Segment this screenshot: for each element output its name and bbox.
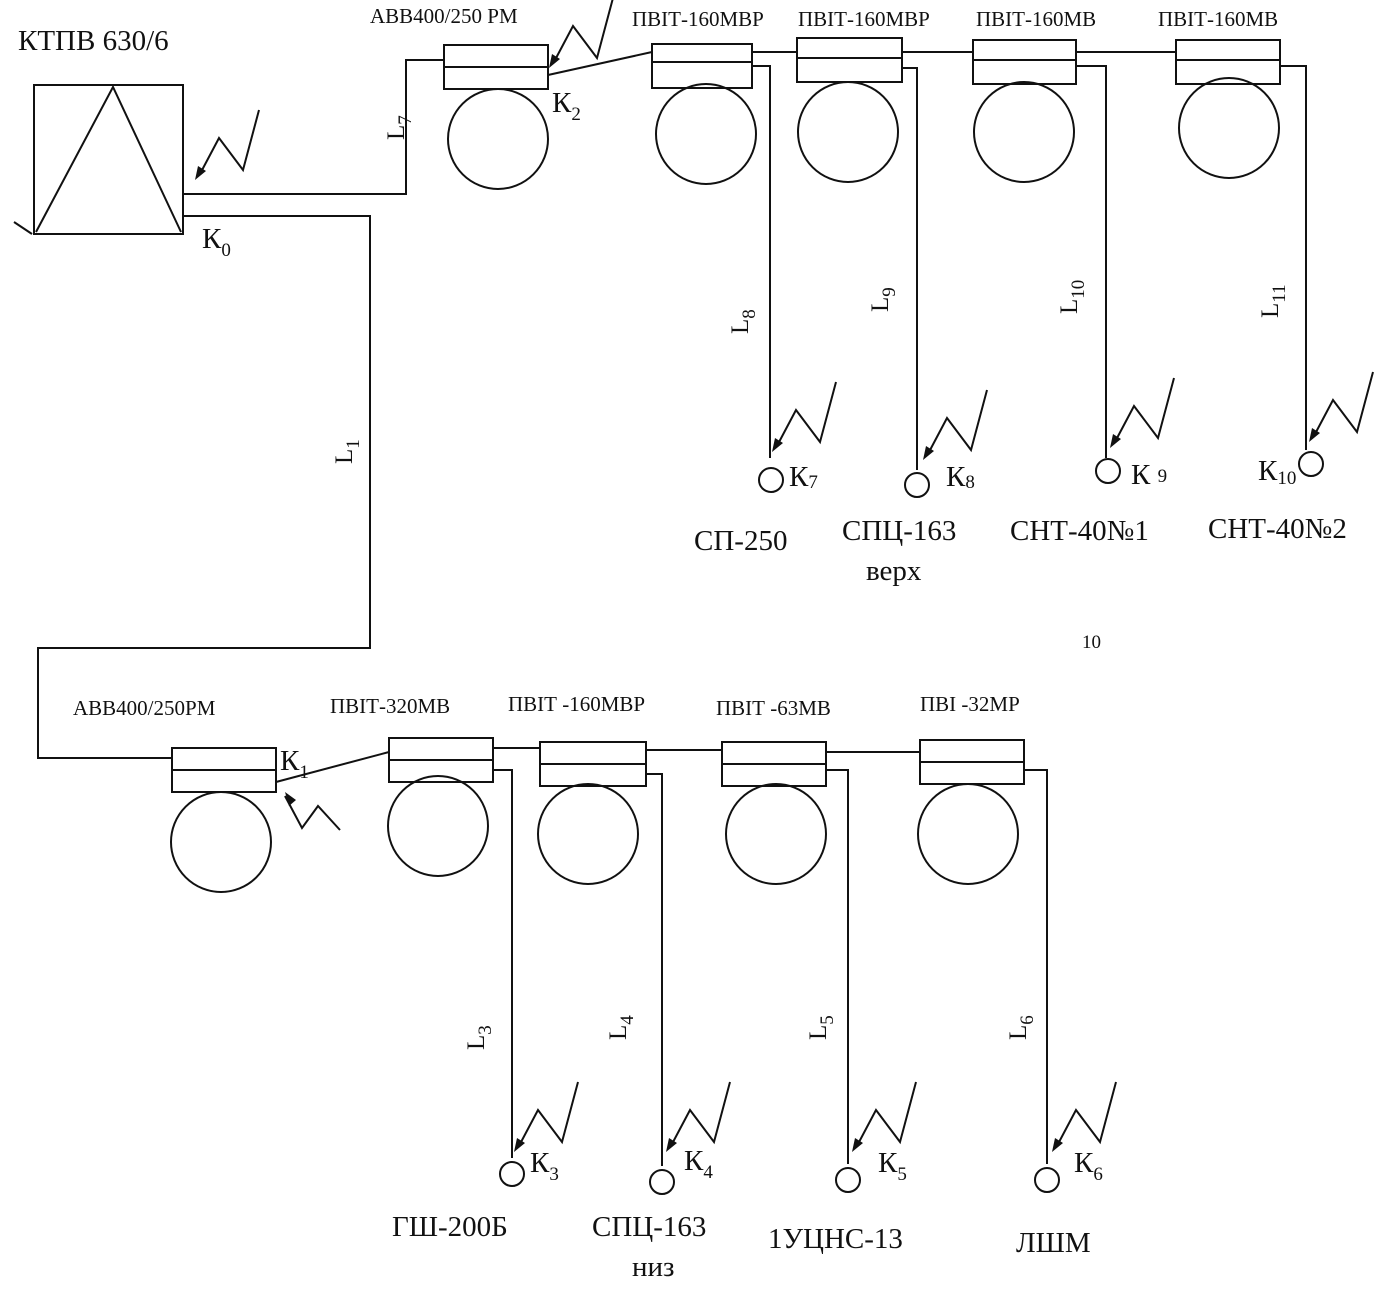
consumer-terminal-k3 [499, 1161, 525, 1187]
consumer-sp-250: СП-250 [694, 525, 787, 557]
fault-point-k0: К0 [202, 223, 231, 261]
top-starter-1-label: ПВІТ-160МВР [632, 7, 764, 31]
fault-point-k9: К 9 [1131, 459, 1167, 491]
consumer-snt-40-1: СНТ-40№1 [1010, 515, 1149, 547]
consumer-spc-163-verkh-note: верх [866, 555, 922, 587]
line-label-l8: L8 [727, 309, 760, 334]
cable-l6 [1024, 769, 1048, 1164]
page-number: 10 [1082, 632, 1101, 653]
line-label-l11: L11 [1257, 284, 1290, 318]
bottom-breaker [170, 747, 277, 893]
top-starter-4 [1175, 39, 1281, 179]
line-label-l5: L5 [805, 1015, 838, 1040]
fault-point-k1: К1 [280, 745, 309, 783]
cable-l10 [1076, 65, 1107, 458]
fault-point-k8: К8 [946, 461, 975, 493]
fault-point-k5: К5 [878, 1147, 907, 1185]
top-starter-3 [972, 39, 1077, 183]
transformer-label: КТПВ 630/6 [18, 25, 169, 57]
fault-arrow-k9 [1109, 377, 1175, 449]
fault-arrow-k8 [922, 389, 988, 461]
top-starter-1 [651, 43, 757, 185]
line-label-l7: L7 [383, 115, 416, 140]
bottom-starter-3 [721, 741, 827, 885]
fault-arrow-k2 [548, 0, 614, 69]
fault-arrow-k3 [513, 1081, 579, 1153]
bottom-starter-1 [387, 737, 494, 877]
line-label-l10: L10 [1056, 280, 1089, 314]
fault-point-k10: К10 [1258, 455, 1296, 489]
cable-l9 [902, 67, 918, 470]
consumer-spc-163-verkh: СПЦ-163 [842, 515, 956, 547]
consumer-spc-163-niz: СПЦ-163 [592, 1211, 706, 1243]
bottom-starter-4-label: ПВІ -32МР [920, 692, 1020, 716]
consumer-terminal-k8 [904, 472, 930, 498]
fault-arrow-k1 [284, 792, 341, 831]
consumer-gsh-200b: ГШ-200Б [392, 1211, 508, 1243]
fault-arrow-k6 [1051, 1081, 1117, 1153]
fault-arrow-k4 [665, 1081, 731, 1153]
consumer-terminal-k6 [1034, 1167, 1060, 1193]
cable-l1 [37, 215, 371, 759]
consumer-terminal-k7 [758, 467, 784, 493]
bottom-starter-1-label: ПВІТ-320МВ [330, 694, 450, 718]
top-starter-2 [796, 37, 903, 183]
top-breaker [443, 44, 549, 190]
bottom-breaker-label: АВВ400/250РМ [73, 696, 216, 720]
bottom-starter-2-label: ПВІТ -160МВР [508, 692, 645, 716]
consumer-lshm: ЛШМ [1016, 1227, 1091, 1259]
cable-l3 [493, 769, 513, 1158]
line-label-l3: L3 [463, 1025, 496, 1050]
fault-arrow-k5 [851, 1081, 917, 1153]
top-starter-4-label: ПВІТ-160МВ [1158, 7, 1278, 31]
consumer-spc-163-niz-note: низ [632, 1251, 675, 1283]
fault-point-k3: К3 [530, 1147, 559, 1185]
consumer-terminal-k9 [1095, 458, 1121, 484]
fault-point-k2: К2 [552, 87, 581, 125]
fault-arrow-k7 [771, 381, 837, 453]
transformer-symbol [13, 84, 184, 235]
fault-point-k4: К4 [684, 1145, 713, 1183]
line-label-l1: L1 [331, 439, 364, 464]
cable-l8 [752, 65, 771, 458]
bottom-busbar [275, 751, 390, 783]
bottom-starter-3-label: ПВІТ -63МВ [716, 696, 831, 720]
consumer-terminal-k10 [1298, 451, 1324, 477]
bottom-starter-2 [537, 741, 647, 885]
cable-l11 [1280, 65, 1307, 450]
fault-arrow-k0 [194, 109, 260, 181]
top-busbar [547, 51, 653, 76]
cable-l4 [646, 773, 663, 1166]
cable-l7 [183, 59, 444, 195]
fault-point-k7: К7 [789, 461, 818, 493]
consumer-1ucns-13: 1УЦНС-13 [768, 1223, 903, 1255]
line-label-l4: L4 [605, 1015, 638, 1040]
consumer-terminal-k5 [835, 1167, 861, 1193]
fault-arrow-k10 [1308, 371, 1374, 443]
fault-point-k6: К6 [1074, 1147, 1103, 1185]
line-label-l6: L6 [1005, 1015, 1038, 1040]
consumer-terminal-k4 [649, 1169, 675, 1195]
cable-l5 [826, 769, 849, 1164]
top-starter-2-label: ПВІТ-160МВР [798, 7, 930, 31]
bottom-starter-4 [917, 739, 1025, 885]
line-label-l9: L9 [867, 287, 900, 312]
top-starter-3-label: ПВІТ-160МВ [976, 7, 1096, 31]
consumer-snt-40-2: СНТ-40№2 [1208, 513, 1347, 545]
top-breaker-label: АВВ400/250 РМ [370, 4, 518, 28]
